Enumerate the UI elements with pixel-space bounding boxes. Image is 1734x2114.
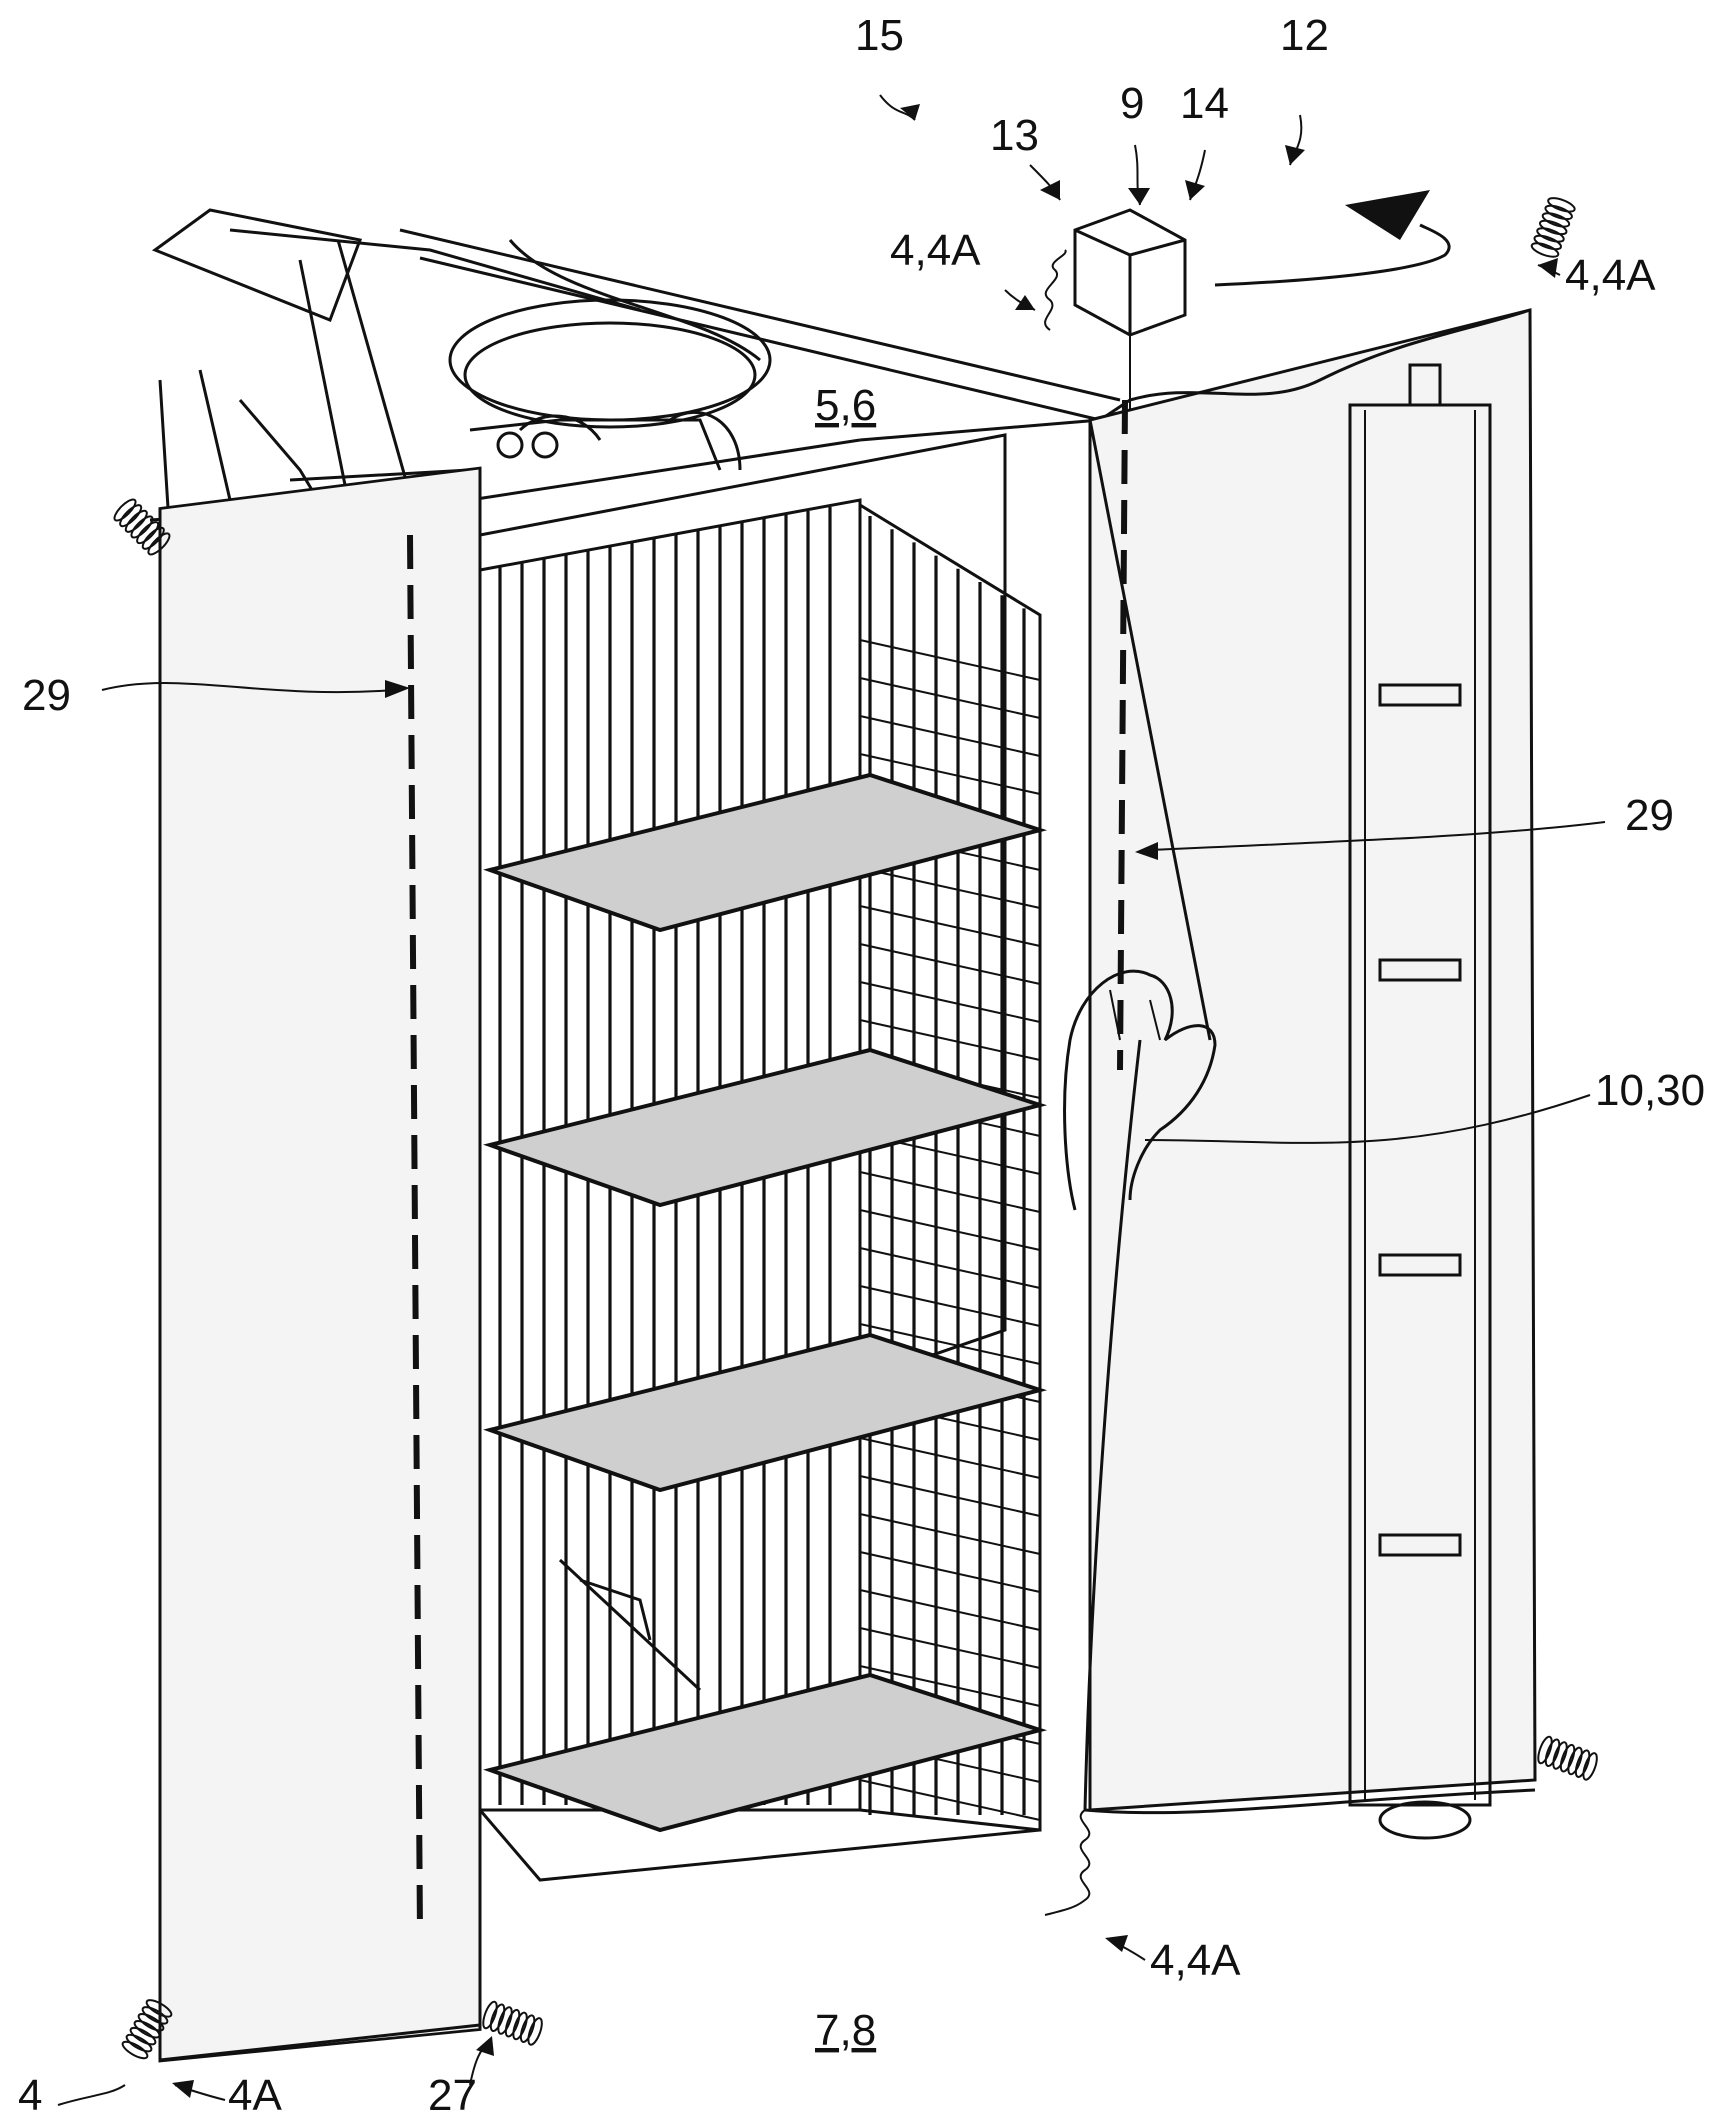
label-10-30: 10,30 bbox=[1595, 1066, 1705, 1115]
cage bbox=[480, 435, 1040, 1880]
label-27: 27 bbox=[428, 2071, 477, 2114]
label-5-6: 5,6 bbox=[815, 381, 876, 430]
control-box bbox=[1075, 210, 1185, 410]
label-15: 15 bbox=[855, 11, 904, 60]
label-12: 12 bbox=[1280, 11, 1329, 60]
label-13: 13 bbox=[990, 111, 1039, 160]
label-29-right: 29 bbox=[1625, 791, 1674, 840]
rotation-arrow bbox=[1215, 190, 1449, 285]
label-4-4a-top-right: 4,4A bbox=[1565, 251, 1656, 300]
label-7-8: 7,8 bbox=[815, 2006, 876, 2055]
label-29-left: 29 bbox=[22, 671, 71, 720]
label-4a: 4A bbox=[228, 2071, 282, 2114]
label-4: 4 bbox=[18, 2071, 42, 2114]
left-panel bbox=[160, 468, 480, 2061]
right-door bbox=[1065, 310, 1535, 1838]
label-9: 9 bbox=[1120, 79, 1144, 128]
label-14: 14 bbox=[1180, 79, 1229, 128]
label-4-4a-top-mid: 4,4A bbox=[890, 226, 981, 275]
label-4-4a-bottom: 4,4A bbox=[1150, 1936, 1241, 1985]
